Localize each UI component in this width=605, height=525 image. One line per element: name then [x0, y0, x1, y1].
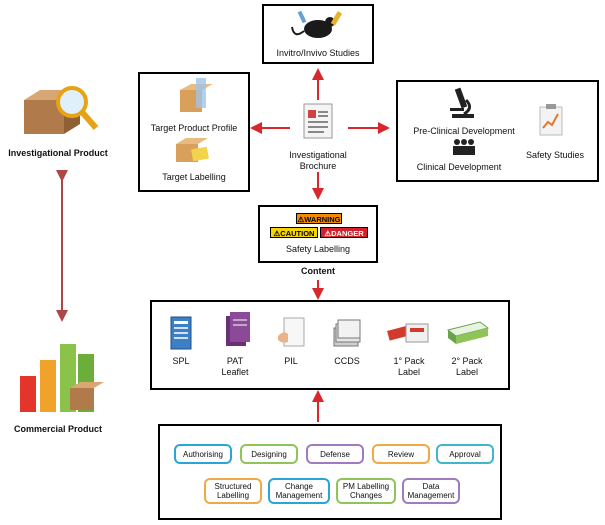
leaflet-icon [226, 312, 250, 346]
process-designing: Designing [240, 444, 298, 464]
preclinical-label: Pre-Clinical Development [413, 126, 515, 136]
structured-line1: Structured [214, 482, 252, 491]
process-change-management: Change Management [268, 478, 330, 504]
safety-labelling-label: Safety Labelling [285, 244, 351, 254]
target-box: Target Product Profile Target Labelling [138, 72, 250, 192]
process-approval: Approval [436, 444, 494, 464]
doc-primary-pack-label-2: Label [397, 367, 421, 377]
process-defense: Defense [306, 444, 364, 464]
target-profile-label: Target Product Profile [150, 123, 238, 133]
lab-rat-icon [291, 10, 343, 38]
brochure-label-1: Investigational [289, 150, 347, 160]
spl-document-icon [170, 316, 192, 350]
change-line2: Management [275, 491, 323, 500]
investigational-product-label: Investigational Product [8, 148, 108, 158]
brochure-label-2: Brochure [299, 161, 337, 171]
invitro-invivo-box: Invitro/Invivo Studies [262, 4, 374, 64]
commercial-product-label: Commercial Product [13, 424, 103, 434]
structured-line2: Labelling [216, 491, 250, 500]
caution-text: CAUTION [280, 229, 315, 238]
pm-line2: Changes [349, 491, 383, 500]
clinical-label: Clinical Development [416, 162, 502, 172]
product-boxes-icon [180, 78, 213, 112]
ccds-stack-icon [333, 319, 361, 347]
brochure-icon [303, 103, 333, 139]
warning-icon: ⚠ [297, 215, 305, 224]
doc-pil-label: PIL [284, 356, 298, 366]
danger-sign: ⚠DANGER [320, 227, 368, 238]
pm-line1: PM Labelling [342, 482, 390, 491]
change-line1: Change [284, 482, 314, 491]
documents-box: SPL PAT Leaflet PIL CCDS 1° Pack Label 2… [150, 300, 510, 390]
process-pm-labelling-changes: PM Labelling Changes [336, 478, 396, 504]
danger-icon: ⚠ [324, 229, 332, 238]
labelled-box-icon [176, 138, 209, 162]
primary-pack-icon [387, 323, 429, 343]
doc-spl-label: SPL [172, 356, 190, 366]
doc-pat-label-2: Leaflet [221, 367, 249, 377]
doc-secondary-pack-label-1: 2° Pack [451, 356, 483, 366]
secondary-pack-icon [446, 321, 490, 344]
safety-studies-label: Safety Studies [525, 150, 585, 160]
process-data-management: Data Management [402, 478, 460, 504]
doc-secondary-pack-label-2: Label [455, 367, 479, 377]
caution-icon: ⚠ [273, 229, 281, 238]
safety-labelling-box: ⚠WARNING ⚠CAUTION ⚠DANGER Safety Labelli… [258, 205, 378, 263]
microscope-icon [450, 87, 474, 118]
content-label: Content [301, 266, 335, 276]
warning-sign: ⚠WARNING [296, 213, 342, 224]
investigational-product-icon [24, 86, 99, 134]
target-labelling-label: Target Labelling [162, 172, 226, 182]
caution-sign: ⚠CAUTION [270, 227, 318, 238]
danger-text: DANGER [331, 229, 364, 238]
data-line2: Management [407, 491, 455, 500]
process-box: Authorising Designing Defense Review App… [158, 424, 502, 520]
doc-ccds-label: CCDS [334, 356, 360, 366]
warning-text: WARNING [304, 215, 341, 224]
process-review: Review [372, 444, 430, 464]
doc-pat-label-1: PAT [226, 356, 244, 366]
doc-primary-pack-label-1: 1° Pack [393, 356, 425, 366]
clipboard-chart-icon [539, 104, 563, 136]
people-icon [453, 139, 475, 155]
process-authorising: Authorising [174, 444, 232, 464]
process-structured-labelling: Structured Labelling [204, 478, 262, 504]
data-line1: Data [422, 482, 440, 491]
pil-paper-icon [278, 317, 305, 347]
commercial-product-icon [20, 344, 104, 412]
development-box: Pre-Clinical Development Clinical Develo… [396, 80, 599, 182]
invitro-label: Invitro/Invivo Studies [276, 48, 360, 58]
